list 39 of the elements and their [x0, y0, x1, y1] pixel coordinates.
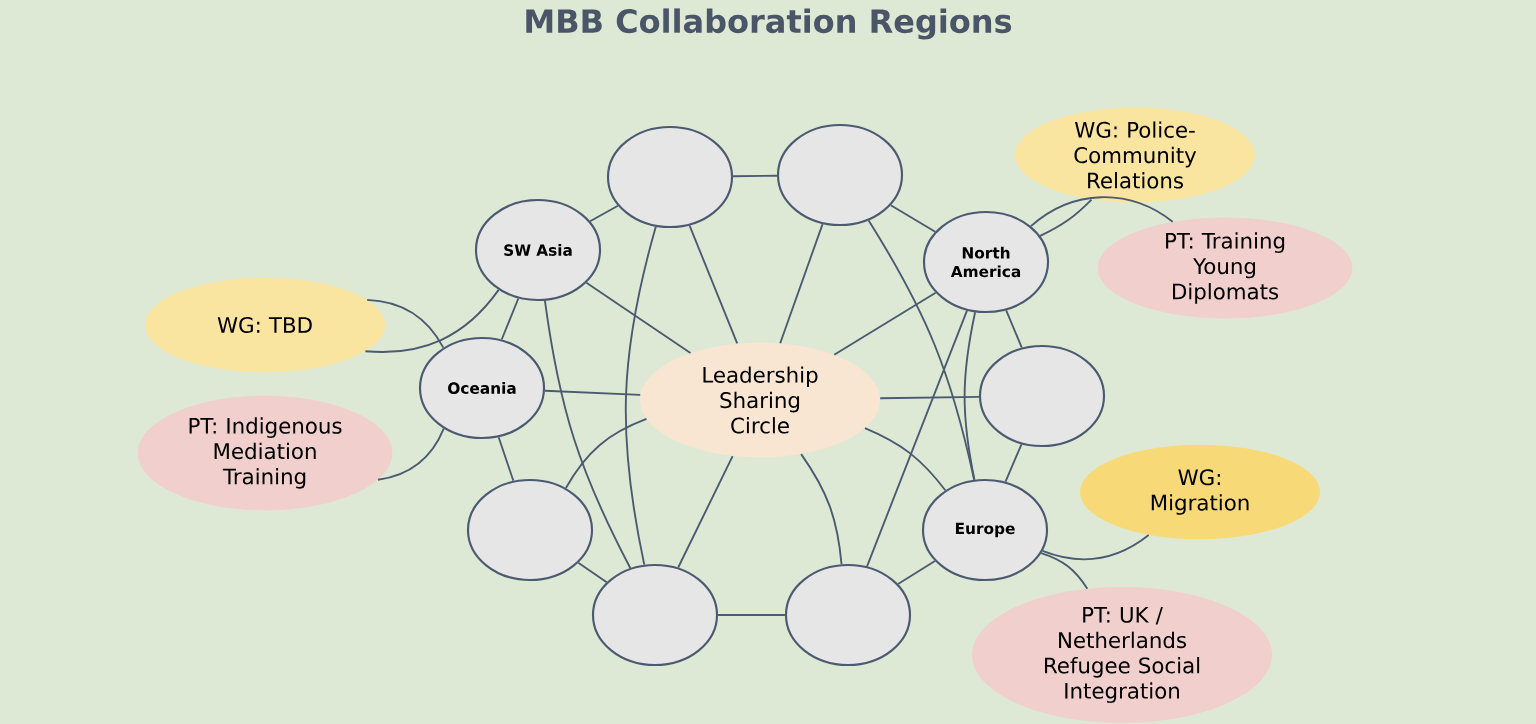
- connector-line: [544, 389, 642, 396]
- connector-line: [688, 224, 739, 345]
- connector-line: [732, 174, 778, 178]
- connector-line: [1039, 198, 1093, 237]
- connector-line: [897, 560, 936, 585]
- title: MBB Collaboration Regions: [526, 8, 1012, 40]
- ring-circle: [776, 123, 904, 227]
- connector-line: [624, 225, 657, 566]
- connector-line: [963, 311, 977, 481]
- connector-line: [497, 436, 515, 482]
- connector-line: [866, 309, 968, 568]
- connector-line: [1040, 552, 1089, 590]
- connector-line: [677, 455, 734, 569]
- connector-line: [577, 561, 608, 584]
- connector-line: [864, 427, 947, 492]
- ring-circle: [606, 125, 734, 229]
- connector-line: [1030, 196, 1174, 228]
- connector-line: [1005, 309, 1023, 349]
- connector-line: [366, 298, 445, 349]
- ring-circle: [466, 478, 594, 582]
- connector-line: [500, 297, 520, 341]
- connector-line: [364, 288, 500, 353]
- connector-line: [377, 427, 445, 481]
- connector-line: [867, 219, 976, 481]
- connector-line: [544, 299, 632, 569]
- connector-line: [779, 223, 824, 345]
- connector-line: [589, 204, 619, 223]
- connector-line: [879, 395, 980, 400]
- connector-line: [1041, 534, 1150, 561]
- connector-line: [1004, 443, 1023, 483]
- connector-line: [564, 418, 648, 489]
- connector-line: [585, 281, 692, 354]
- ring-circle: [978, 344, 1106, 448]
- connector-line: [717, 614, 786, 616]
- ring-circle: [591, 563, 719, 667]
- connector-line: [833, 291, 937, 356]
- ring-circle: [784, 563, 912, 667]
- connector-line: [800, 453, 843, 566]
- connector-line: [889, 204, 937, 233]
